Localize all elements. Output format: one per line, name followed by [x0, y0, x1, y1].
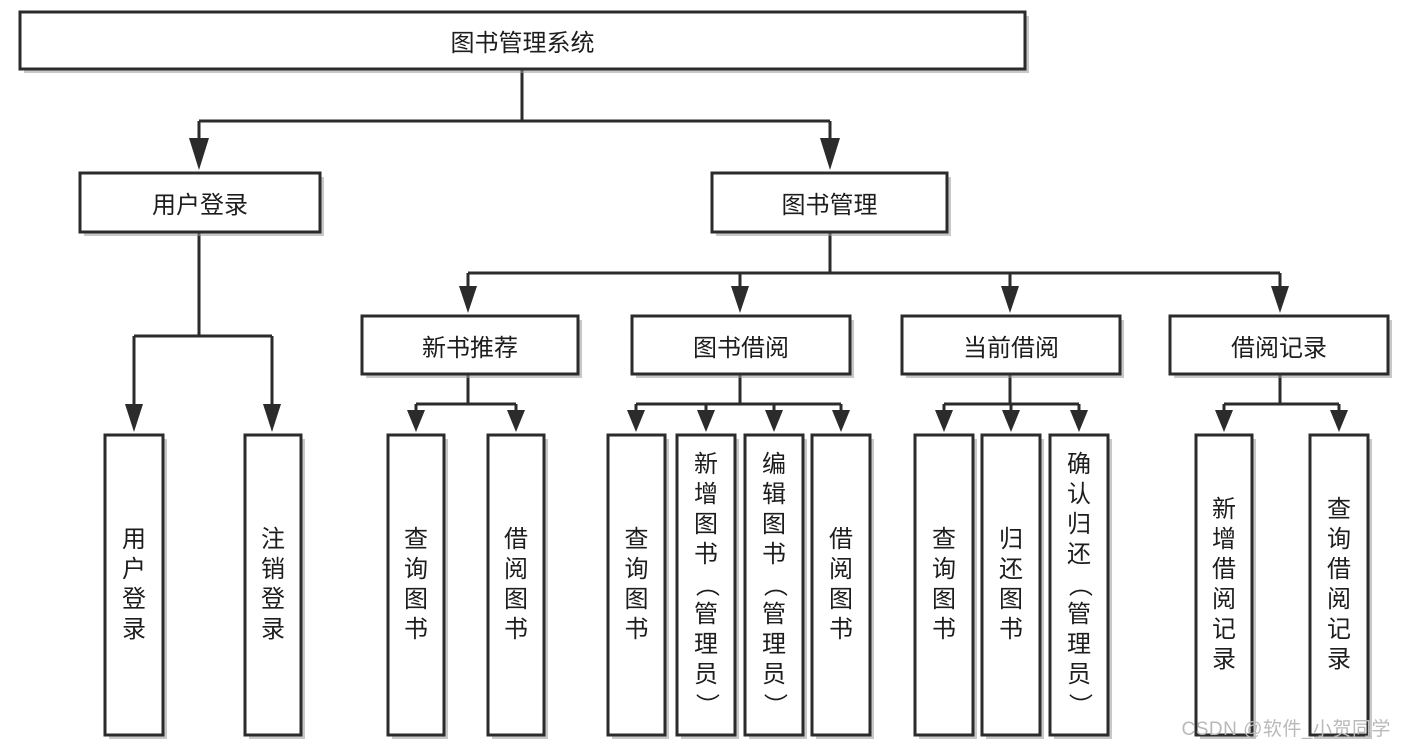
node-leaf-query-book-3-rect[interactable] — [913, 433, 975, 737]
node-new-book-rec[interactable] — [360, 314, 582, 378]
node-leaf-user-login[interactable] — [103, 433, 167, 739]
connector-group-book-borrow — [627, 374, 850, 432]
arrow-head-book-manage — [820, 138, 840, 170]
arrow-head-leaf-add-record — [1215, 410, 1233, 432]
node-leaf-user-login-rect[interactable] — [103, 433, 165, 737]
node-leaf-add-book-rect[interactable] — [675, 433, 737, 737]
node-leaf-query-book-1-rect[interactable] — [386, 433, 446, 737]
arrow-head-borrow-record — [1271, 286, 1289, 313]
arrow-head-leaf-query-book-3 — [935, 410, 953, 432]
node-book-manage[interactable] — [710, 171, 951, 236]
arrow-head-leaf-query-record — [1330, 410, 1348, 432]
node-book-manage-rect[interactable] — [710, 171, 949, 234]
arrow-head-leaf-user-login — [125, 404, 143, 432]
node-book-borrow[interactable] — [630, 314, 854, 378]
node-root-rect[interactable] — [18, 10, 1027, 71]
node-leaf-confirm-return[interactable] — [1048, 433, 1112, 739]
connector-group-new-book-rec — [407, 374, 525, 432]
node-leaf-user-logout[interactable] — [243, 433, 305, 739]
node-leaf-query-record-rect[interactable] — [1308, 433, 1370, 737]
arrow-head-leaf-query-book-2 — [627, 410, 645, 432]
csdn-watermark: CSDN @软件_小贺同学 — [1181, 719, 1391, 740]
node-leaf-add-record[interactable] — [1194, 433, 1256, 739]
connector-group-root — [189, 70, 840, 170]
node-user-login-rect[interactable] — [78, 171, 322, 234]
connector-group-borrow-record — [1215, 374, 1348, 432]
node-new-book-rec-rect[interactable] — [360, 314, 580, 376]
node-leaf-query-record[interactable] — [1308, 433, 1372, 739]
connector-group-current-borrow — [935, 374, 1088, 432]
arrow-head-leaf-confirm-return — [1070, 410, 1088, 432]
node-leaf-edit-book[interactable] — [743, 433, 807, 739]
node-leaf-borrow-book-1[interactable] — [486, 433, 548, 739]
arrow-head-leaf-add-book — [697, 410, 715, 432]
node-leaf-borrow-book-1-rect[interactable] — [486, 433, 546, 737]
node-leaf-query-book-2[interactable] — [606, 433, 669, 739]
node-user-login[interactable] — [78, 171, 324, 236]
node-current-borrow-rect[interactable] — [900, 314, 1122, 376]
node-borrow-record-rect[interactable] — [1168, 314, 1390, 376]
node-leaf-borrow-book-2[interactable] — [810, 433, 874, 739]
node-leaf-return-book-rect[interactable] — [980, 433, 1042, 737]
node-leaf-add-book[interactable] — [675, 433, 739, 739]
node-leaf-add-record-rect[interactable] — [1194, 433, 1254, 737]
arrow-head-current-borrow — [1001, 286, 1019, 313]
arrow-head-leaf-borrow-book-2 — [832, 410, 850, 432]
arrow-head-new-book-rec — [459, 286, 477, 313]
node-root[interactable] — [18, 10, 1029, 73]
node-borrow-record[interactable] — [1168, 314, 1392, 378]
arrow-head-leaf-borrow-book-1 — [507, 410, 525, 432]
arrow-head-leaf-user-logout — [263, 404, 281, 432]
node-leaf-query-book-3[interactable] — [913, 433, 977, 739]
arrow-head-user-login — [189, 138, 209, 170]
node-leaf-query-book-1[interactable] — [386, 433, 448, 739]
arrow-head-leaf-return-book — [1002, 410, 1020, 432]
arrow-head-leaf-edit-book — [765, 410, 783, 432]
node-leaf-query-book-2-rect[interactable] — [606, 433, 667, 737]
connector-group-user-login — [125, 232, 281, 432]
node-leaf-confirm-return-rect[interactable] — [1048, 433, 1110, 737]
node-leaf-return-book[interactable] — [980, 433, 1044, 739]
node-leaf-user-logout-rect[interactable] — [243, 433, 303, 737]
node-leaf-borrow-book-2-rect[interactable] — [810, 433, 872, 737]
node-leaf-edit-book-rect[interactable] — [743, 433, 805, 737]
connector-group-book-manage — [459, 232, 1289, 313]
node-current-borrow[interactable] — [900, 314, 1124, 378]
node-book-borrow-rect[interactable] — [630, 314, 852, 376]
arrow-head-book-borrow — [731, 286, 749, 313]
arrow-head-leaf-query-book-1 — [407, 410, 425, 432]
